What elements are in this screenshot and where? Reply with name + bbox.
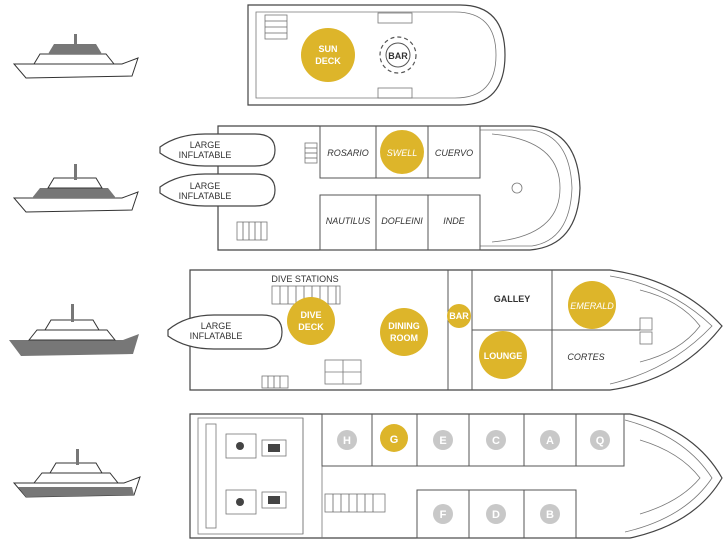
cabin-g: G (390, 434, 399, 446)
sun-deck-label-2: DECK (315, 56, 341, 66)
dining-room-label-1: DINING (388, 321, 420, 331)
sun-deck-label-1: SUN (318, 44, 337, 54)
svg-text:INFLATABLE: INFLATABLE (179, 150, 232, 160)
cabin-e-marker (433, 430, 453, 450)
lounge-label: LOUNGE (484, 351, 523, 361)
dive-deck-label-2: DECK (298, 322, 324, 332)
cabin-f-marker (433, 504, 453, 524)
cabin-swell: SWELL (387, 148, 418, 158)
cabin-q-marker (590, 430, 610, 450)
bar-marker (447, 304, 471, 328)
dive-deck-marker (287, 297, 335, 345)
cabin-nautilus: NAUTILUS (326, 216, 371, 226)
cabin-dofleini: DOFLEINI (381, 216, 423, 226)
cabin-c: C (492, 435, 500, 447)
cabin-q: Q (596, 435, 605, 447)
cabin-swell-marker (380, 130, 424, 174)
ship-icon-deck-4 (12, 449, 141, 498)
large-inflatable-3: LARGE INFLATABLE (167, 314, 283, 350)
cabin-a-marker (540, 430, 560, 450)
cabin-g-marker (380, 424, 408, 452)
svg-text:INFLATABLE: INFLATABLE (190, 331, 243, 341)
deck-1-sun-deck: SUN DECK BAR (247, 4, 506, 106)
galley-label: GALLEY (494, 294, 531, 304)
stairs (264, 14, 288, 40)
cabin-emerald: EMERALD (570, 301, 614, 311)
cabin-cortes: CORTES (567, 352, 604, 362)
ship-icon-deck-2 (12, 164, 139, 213)
ship-icon-deck-1 (12, 34, 139, 79)
svg-text:LARGE: LARGE (201, 321, 232, 331)
deck-3-main-deck: LARGE INFLATABLE DIVE STATIONS DIVE DECK… (167, 269, 723, 391)
lounge-marker (479, 331, 527, 379)
cabin-d: D (492, 509, 500, 521)
large-inflatable-1: LARGE INFLATABLE (159, 133, 276, 167)
dining-room-label-2: ROOM (390, 333, 418, 343)
cabin-c-marker (486, 430, 506, 450)
cabin-cuervo: CUERVO (435, 148, 473, 158)
large-inflatable-2: LARGE INFLATABLE (159, 173, 276, 207)
cabin-e: E (439, 435, 446, 447)
deck-2-cabin-deck: LARGE INFLATABLE LARGE INFLATABLE ROSARI… (159, 125, 581, 251)
cabin-f: F (440, 509, 447, 521)
deck-4-lower-deck: H G E C A Q F D B (189, 413, 723, 539)
svg-text:LARGE: LARGE (190, 140, 221, 150)
cabin-rosario: ROSARIO (327, 148, 369, 158)
dive-deck-label-1: DIVE (300, 310, 321, 320)
dive-stations-label: DIVE STATIONS (271, 274, 338, 284)
bar-label-sun: BAR (388, 51, 408, 61)
cabin-h-marker (337, 430, 357, 450)
dining-room-marker (380, 308, 428, 356)
bar-label-main: BAR (449, 311, 469, 321)
cabin-d-marker (486, 504, 506, 524)
stairs (236, 221, 268, 241)
cabin-inde: INDE (443, 216, 465, 226)
emerald-marker (568, 281, 616, 329)
sun-deck-marker (301, 28, 355, 82)
cabin-h: H (343, 435, 351, 447)
cabin-a: A (546, 435, 554, 447)
svg-text:INFLATABLE: INFLATABLE (179, 191, 232, 201)
ship-icon-deck-3 (9, 304, 139, 356)
svg-text:LARGE: LARGE (190, 181, 221, 191)
cabin-b: B (546, 509, 554, 521)
cabin-b-marker (540, 504, 560, 524)
